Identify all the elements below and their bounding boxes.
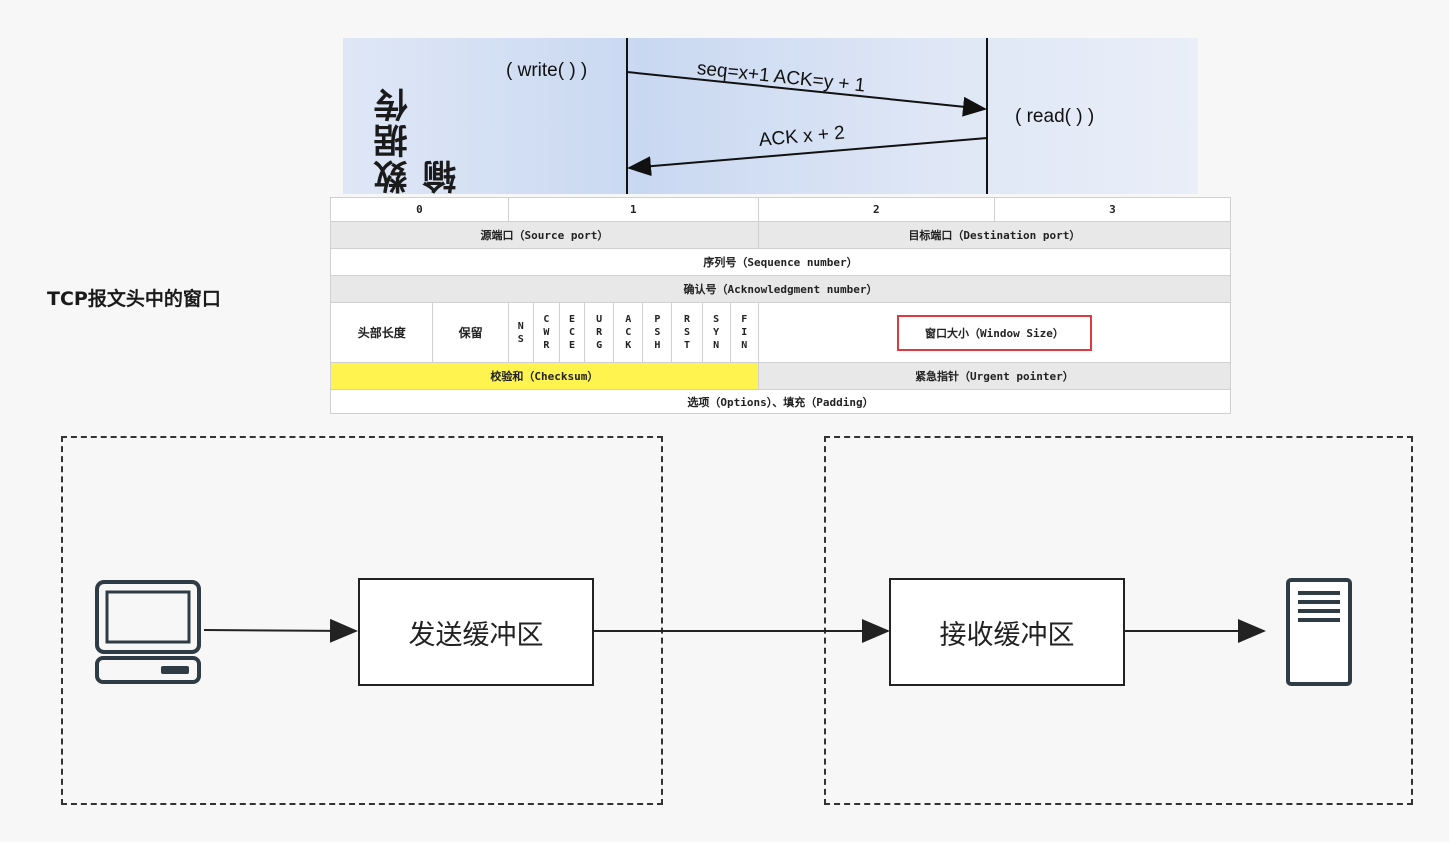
checksum-cell: 校验和（Checksum）	[330, 362, 759, 390]
reserved-cell: 保留	[432, 302, 509, 363]
window-size-highlight: 窗口大小（Window Size）	[896, 314, 1092, 351]
sender-region	[61, 436, 663, 805]
computer-icon	[95, 580, 201, 684]
tcp-header-table: 0 1 2 3 源端口（Source port） 目标端口（Destinatio…	[329, 197, 1232, 414]
sequence-lines	[626, 38, 988, 194]
window-caption: TCP报文头中的窗口	[47, 288, 221, 310]
back-arrow	[627, 137, 988, 177]
byte-col-3: 3	[993, 197, 1232, 222]
seq-number-cell: 序列号（Sequence number）	[330, 248, 1231, 276]
forward-arrow	[626, 71, 987, 117]
options-row: 选项（Options）、填充（Padding）	[330, 389, 1231, 414]
window-size-cell: 窗口大小（Window Size）	[757, 302, 1232, 363]
header-length-cell: 头部长度	[329, 302, 434, 363]
options-cell: 选项（Options）、填充（Padding）	[330, 389, 1231, 414]
ack-row: 确认号（Acknowledgment number）	[330, 275, 1231, 303]
byte-index-row: 0 1 2 3	[330, 197, 1232, 222]
seq-row: 序列号（Sequence number）	[330, 248, 1231, 276]
recv-buffer-box: 接收缓冲区	[889, 578, 1125, 686]
byte-col-2: 2	[757, 197, 995, 222]
write-label: ( write( ) )	[506, 60, 588, 81]
ack-number-cell: 确认号（Acknowledgment number）	[330, 275, 1231, 303]
send-buffer-box: 发送缓冲区	[358, 578, 594, 686]
server-icon	[1286, 578, 1352, 686]
arrow-computer-to-send	[203, 618, 358, 643]
byte-col-0: 0	[330, 197, 509, 222]
dest-port-cell: 目标端口（Destination port）	[757, 221, 1232, 249]
receiver-region	[824, 436, 1413, 805]
read-label: ( read( ) )	[1015, 106, 1095, 127]
sequence-panel: 数据传输 ( write( ) ) ( read( ) ) seq=x+1 AC…	[343, 38, 1198, 194]
